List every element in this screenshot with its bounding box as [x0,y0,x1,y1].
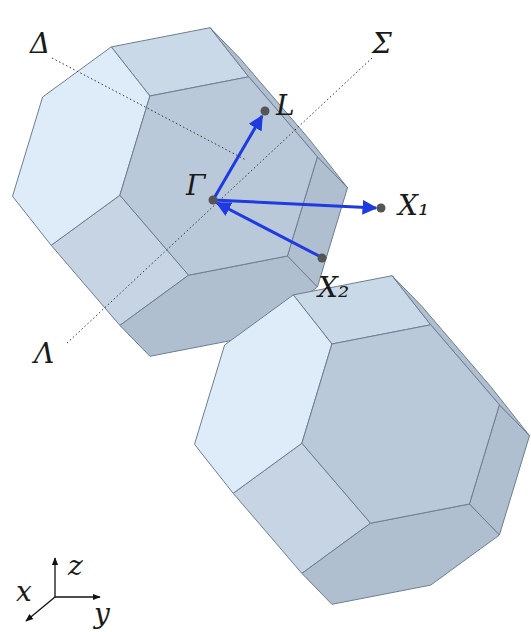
k-point-label: Γ [186,172,205,200]
k-point-dot [261,107,270,116]
axis-arrow [55,596,100,597]
k-vector-arrow [213,116,262,200]
k-vector-arrow [217,203,321,257]
k-point-dot [209,196,218,205]
direction-line [52,58,246,160]
k-point-dot [318,254,327,263]
truncated-octahedron [13,28,530,605]
direction-label: Σ [372,30,392,58]
zone-face [120,77,318,275]
axis-label: x [16,578,32,606]
k-point-dot [377,204,386,213]
direction-label: Δ [30,30,50,58]
zone-face [302,504,500,604]
zone-face [302,325,500,523]
path-overlay [26,58,386,621]
k-point-label: L [276,92,295,120]
direction-label: Λ [34,340,54,368]
zone-face [195,295,332,493]
k-point-label: X₁ [398,192,429,220]
zone-face [13,47,150,245]
k-point-label: X₂ [318,274,349,302]
axis-label: z [68,552,83,580]
axis-arrow [54,558,55,597]
axis-label: y [94,600,110,628]
k-vector-arrow [213,200,376,208]
